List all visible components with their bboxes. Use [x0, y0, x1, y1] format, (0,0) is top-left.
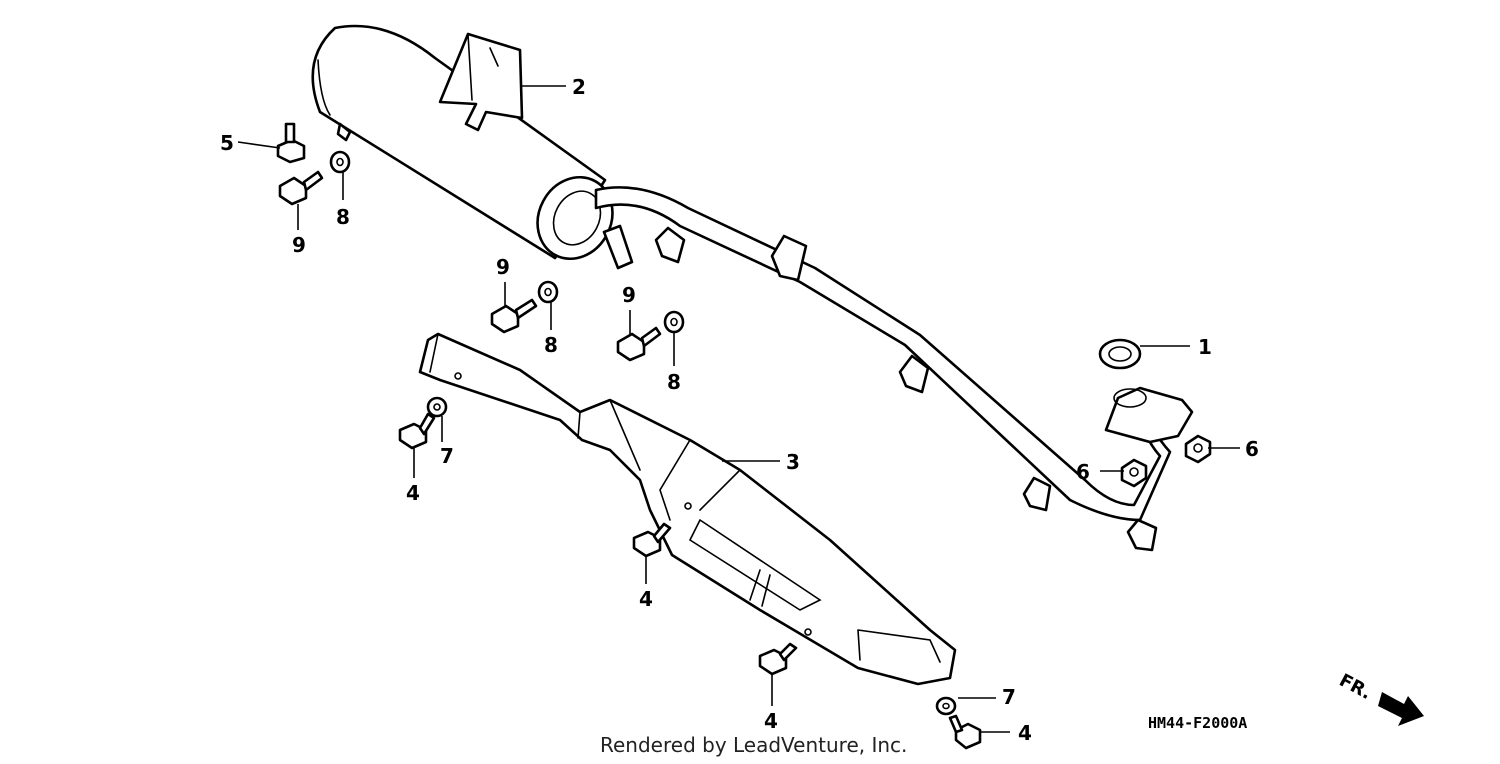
callout-7-upper: 7 — [440, 444, 454, 468]
heat-shield[interactable] — [418, 332, 957, 686]
callout-6-left: 6 — [1076, 460, 1090, 484]
front-direction-label: FR. — [1336, 670, 1375, 704]
diagram-code: HM44-F2000A — [1148, 714, 1247, 732]
washer-8-top[interactable] — [329, 150, 351, 174]
leader-lines — [237, 85, 1240, 733]
callout-8-middle: 8 — [544, 333, 558, 357]
callout-4-left: 4 — [406, 481, 420, 505]
bolt-9-middle[interactable] — [490, 298, 538, 334]
callout-8-top: 8 — [336, 205, 350, 229]
flange-nut-right[interactable] — [1184, 434, 1212, 464]
render-credit: Rendered by LeadVenture, Inc. — [600, 733, 907, 757]
flange-nut-left[interactable] — [1120, 458, 1148, 488]
bolt-9-top[interactable] — [278, 170, 324, 206]
bolt-4-middle[interactable] — [632, 522, 672, 558]
front-direction-indicator: FR. — [1336, 670, 1424, 726]
callout-9-top: 9 — [292, 233, 306, 257]
bolt-4-right[interactable] — [948, 714, 982, 750]
bolt-5[interactable] — [276, 122, 306, 164]
bolt-4-lower[interactable] — [758, 642, 798, 676]
callout-5: 5 — [220, 131, 234, 155]
callout-6-right: 6 — [1245, 437, 1259, 461]
washer-8-middle[interactable] — [537, 280, 559, 304]
muffler[interactable] — [311, 24, 627, 272]
callout-1: 1 — [1198, 335, 1212, 359]
callout-9-right: 9 — [622, 283, 636, 307]
washer-8-right[interactable] — [663, 310, 685, 334]
callout-7-lower: 7 — [1002, 685, 1016, 709]
callout-4-lower: 4 — [764, 709, 778, 733]
bolt-9-right[interactable] — [616, 326, 662, 362]
callout-3: 3 — [786, 450, 800, 474]
washer-7-lower[interactable] — [935, 696, 957, 716]
exhaust-pipe[interactable] — [594, 186, 1194, 552]
callout-4-middle: 4 — [639, 587, 653, 611]
callout-2: 2 — [572, 75, 586, 99]
washer-7-upper[interactable] — [426, 396, 448, 418]
callout-8-right: 8 — [667, 370, 681, 394]
bolt-4-left[interactable] — [398, 412, 436, 450]
callout-4-right: 4 — [1018, 721, 1032, 745]
front-arrow-icon — [1378, 692, 1424, 726]
gasket-ring[interactable] — [1098, 338, 1142, 370]
callout-9-middle: 9 — [496, 255, 510, 279]
